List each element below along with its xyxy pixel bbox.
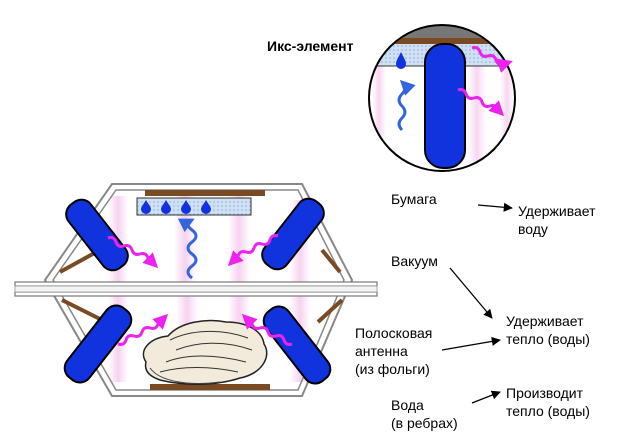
water-drop-icon [201,200,211,214]
water-bar [261,197,325,271]
label-water-effect-1: Производит [506,385,584,401]
label-antenna-3: (из фольги) [355,361,430,377]
heat-wave-icon [241,313,293,346]
water-drop-icon [141,200,151,214]
heat-wave-icon [457,88,505,117]
heat-wave-icon [227,234,279,267]
label-vacuum: Вакуум [391,253,438,269]
water-bar [262,305,332,385]
arrow-icon [471,390,501,404]
container [14,183,378,397]
arrow-icon [441,336,501,351]
arrow-icon [477,202,513,212]
label-water-effect-2: тепло (воды) [506,403,590,419]
inset-magnifier [368,24,516,172]
strip-antenna [14,281,378,297]
label-antenna-1: Полосковая [355,325,433,341]
absorber-pad [136,197,252,216]
heat-wave-icon [107,236,159,269]
label-vacuum-effect-1: Удерживает [506,313,584,329]
water-bar [65,198,129,272]
label-water-1: Вода [391,397,424,413]
inset-ring [368,24,516,172]
water-drop-icon [161,200,171,214]
paper-strip-top [145,190,265,196]
water-bar [63,304,133,384]
heat-wave-icon [471,46,513,73]
paper-strip-bottom [150,384,270,390]
steam-icon [397,79,416,132]
water-drop-icon [181,200,191,214]
water-drops [141,200,211,214]
inset-paper-strip [369,38,515,44]
label-water-2: (в ребрах) [391,415,458,431]
arrow-icon [449,267,493,319]
meat [142,319,268,385]
label-antenna-2: антенна [355,343,408,359]
inset-title: Икс-элемент [267,38,354,54]
label-paper-effect-2: воду [518,221,548,237]
steam-icon [177,218,198,280]
label-vacuum-effect-2: тепло (воды) [506,331,590,347]
inset-water-bar [424,43,466,169]
water-drop-icon [396,52,406,69]
label-paper: Бумага [391,191,437,207]
label-paper-effect-1: Удерживает [518,203,596,219]
heat-wave-icon [117,313,169,346]
container-casing [43,183,354,397]
